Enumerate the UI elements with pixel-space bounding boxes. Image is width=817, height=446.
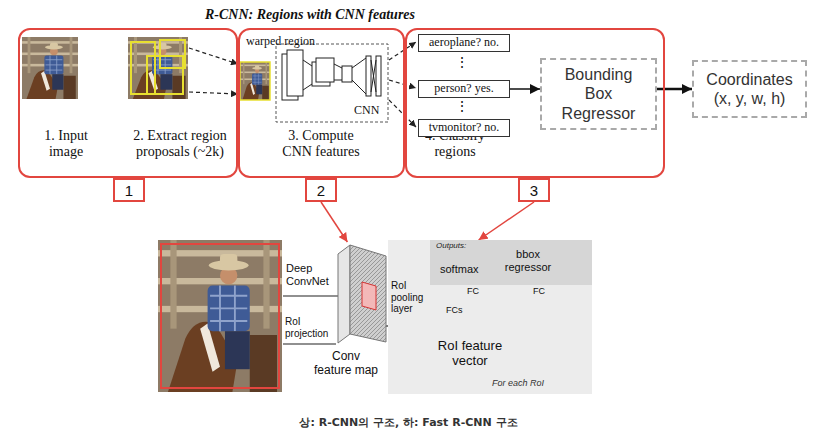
flow-arrow	[657, 88, 692, 91]
outputs-panel-text: Outputs:	[436, 242, 486, 251]
regressor-box: Bounding Box Regressor	[540, 58, 657, 130]
art-rect	[316, 58, 334, 82]
art-rect	[240, 62, 270, 100]
art-path	[371, 60, 376, 92]
fast-rcnn-image	[158, 240, 282, 392]
class-box-text: person? yes.	[434, 82, 493, 95]
stage-box: 3. Compute CNN features	[238, 28, 405, 178]
art-use	[22, 37, 78, 99]
layer-label: FC	[533, 286, 551, 296]
output-label: bbox regressor	[497, 248, 559, 273]
feature-map-shape	[330, 242, 388, 345]
art-rect	[287, 50, 303, 96]
callout-number-text: 3	[530, 183, 538, 198]
art-rect	[131, 42, 155, 94]
stage-box-text: 2. Extract region proposals (~2k)	[124, 128, 236, 160]
art-path	[389, 42, 416, 60]
layer-label: FCs	[446, 305, 468, 315]
output-box-text: Coordinates (x, y, w, h)	[702, 70, 797, 108]
stage-label: RoI projection	[285, 316, 337, 339]
output-box: Coordinates (x, y, w, h)	[692, 60, 807, 118]
network-label: CNN	[354, 104, 382, 118]
output-label: softmax	[440, 263, 490, 276]
layer-label: FC	[467, 286, 485, 296]
diagram-title: R-CNN: Regions with CNN features	[170, 7, 450, 23]
art-path	[189, 48, 238, 64]
class-box-text: aeroplane? no.	[429, 36, 499, 49]
figure-caption: 상: R-CNN의 구조, 하: Fast R-CNN 구조	[180, 416, 637, 429]
flow-arrow	[321, 202, 347, 242]
warp-arrows	[189, 48, 238, 94]
art-use	[128, 37, 188, 99]
cnn-symbol	[276, 44, 388, 122]
callout-number: 2	[305, 178, 337, 202]
layer-label: RoI pooling layer	[391, 280, 433, 315]
feature-map-side	[338, 245, 350, 343]
callout-number: 1	[113, 178, 145, 202]
art-use	[240, 62, 270, 100]
art-rect	[147, 56, 183, 94]
stage-box-text: 3. Compute CNN features	[275, 128, 367, 160]
art-rect	[160, 40, 185, 68]
class-box: tvmonitor? no.	[418, 119, 510, 137]
roi-panel-text: For each RoI	[492, 379, 562, 389]
class-box-text: tvmonitor? no.	[429, 121, 500, 134]
roi-projection-box	[362, 282, 376, 310]
callout-number: 3	[518, 178, 550, 202]
region-label: warped region	[246, 35, 318, 49]
callout-number-text: 2	[317, 183, 325, 198]
layer-label: RoI feature vector	[428, 339, 512, 369]
art-rect	[276, 44, 388, 122]
art-path	[283, 343, 336, 344]
warped-image	[240, 62, 270, 100]
flow-arrow	[479, 202, 534, 240]
stage-box: 4. Classify regionsaeroplane? no.person?…	[405, 28, 665, 178]
feature-map-text: Conv feature map	[312, 350, 380, 378]
art-rect	[342, 66, 352, 82]
proposal-image	[128, 37, 188, 99]
stage-label: Deep ConvNet	[286, 262, 336, 287]
stage-box: 1. Input image 2. Extract region proposal…	[18, 28, 238, 178]
flow-arrow	[510, 88, 540, 90]
feature-map-face	[350, 245, 386, 342]
ellipsis: ⋮	[455, 56, 467, 70]
class-box: person? yes.	[418, 80, 510, 98]
class-box: aeroplane? no.	[418, 34, 510, 52]
art-path	[303, 60, 312, 90]
input-image	[22, 37, 78, 99]
art-rect	[376, 56, 381, 96]
art-path	[389, 100, 416, 127]
stage-box-text: 1. Input image	[30, 128, 102, 160]
art-rect	[161, 244, 279, 388]
class-arrows	[389, 42, 416, 127]
ellipsis: ⋮	[455, 100, 467, 114]
art-use	[158, 240, 282, 392]
art-path	[389, 80, 416, 88]
art-path	[283, 295, 338, 296]
art-path	[352, 58, 366, 94]
roi-panel: For each RoI Outputs:	[388, 240, 592, 394]
feature-map: Conv feature map	[330, 242, 388, 345]
art-path	[189, 92, 238, 94]
art-path	[334, 64, 342, 80]
callout-number-text: 1	[125, 183, 133, 198]
regressor-box-text: Bounding Box Regressor	[550, 65, 647, 123]
art-rect	[366, 56, 371, 96]
